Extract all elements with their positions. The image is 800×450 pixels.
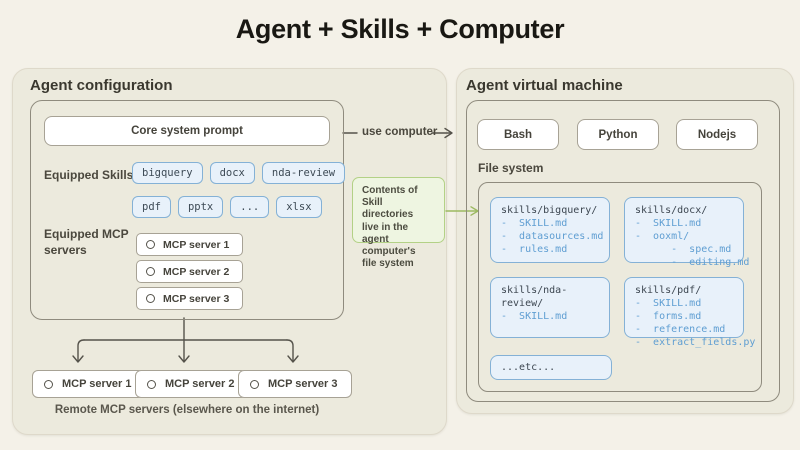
skill-chip: pptx <box>177 196 224 218</box>
fs-card-files: - SKILL.md - ooxml/ - spec.md - editing.… <box>635 218 750 268</box>
nodejs-box: Nodejs <box>676 119 758 150</box>
fs-card-title: skills/nda-review/ <box>501 285 568 309</box>
remote-mcp-label: MCP server 3 <box>268 378 338 390</box>
remote-mcp-server-3-box: MCP server 3 <box>238 370 352 398</box>
skills-row-2: pdf pptx ... xlsx <box>132 196 322 218</box>
skill-chip: ... <box>230 196 270 218</box>
remote-mcp-caption: Remote MCP servers (elsewhere on the int… <box>54 404 320 416</box>
server-circle-icon <box>146 294 155 303</box>
fs-card-etc: ...etc... <box>490 355 612 380</box>
server-circle-icon <box>146 267 155 276</box>
fs-card-title: skills/docx/ <box>635 205 708 216</box>
skill-chip: nda-review <box>261 162 346 184</box>
skill-chip: docx <box>209 162 255 184</box>
skill-chip: xlsx <box>276 196 322 218</box>
python-box: Python <box>577 119 659 150</box>
fs-card-docx: skills/docx/ - SKILL.md - ooxml/ - spec.… <box>624 197 749 268</box>
mcp-server-label: MCP server 1 <box>163 238 230 251</box>
fs-card-files: - SKILL.md - datasources.md - rules.md <box>501 218 604 255</box>
agent-config-frame <box>30 100 344 320</box>
mcp-server-2-box: MCP server 2 <box>136 260 243 283</box>
use-computer-label: use computer <box>362 126 438 138</box>
bash-box: Bash <box>477 119 559 150</box>
agent-vm-title: Agent virtual machine <box>466 77 623 94</box>
server-circle-icon <box>44 379 53 389</box>
server-circle-icon <box>147 379 156 389</box>
fs-card-nda-review: skills/nda-review/ - SKILL.md <box>490 277 610 338</box>
mcp-server-3-box: MCP server 3 <box>136 287 243 310</box>
mcp-server-label: MCP server 2 <box>163 265 230 278</box>
server-circle-icon <box>146 240 155 249</box>
fs-card-pdf: skills/pdf/ - SKILL.md - forms.md - refe… <box>624 277 755 348</box>
fs-card-files: - SKILL.md <box>501 311 568 322</box>
skill-chip: bigquery <box>132 162 203 184</box>
remote-mcp-server-1-box: MCP server 1 <box>32 370 144 398</box>
remote-mcp-label: MCP server 1 <box>62 378 132 390</box>
equipped-mcp-label: Equipped MCP servers <box>44 227 129 257</box>
server-circle-icon <box>250 379 259 389</box>
equipped-skills-label: Equipped Skills <box>44 168 134 182</box>
fs-card-files: - SKILL.md - forms.md - reference.md - e… <box>635 298 756 348</box>
skill-chip: pdf <box>132 196 171 218</box>
agent-vm-frame <box>466 100 780 402</box>
agent-config-title: Agent configuration <box>30 77 173 94</box>
fs-card-title: skills/pdf/ <box>635 285 702 296</box>
mcp-server-1-box: MCP server 1 <box>136 233 243 256</box>
mcp-server-label: MCP server 3 <box>163 292 230 305</box>
skill-contents-note: Contents of Skill directories live in th… <box>352 177 445 269</box>
skills-row-1: bigquery docx nda-review <box>132 162 346 184</box>
fs-card-bigquery: skills/bigquery/ - SKILL.md - datasource… <box>490 197 610 263</box>
fs-card-row-1: skills/bigquery/ - SKILL.md - datasource… <box>490 197 749 268</box>
remote-mcp-server-2-box: MCP server 2 <box>135 370 247 398</box>
core-system-prompt-box: Core system prompt <box>44 116 330 146</box>
file-system-label: File system <box>478 161 544 175</box>
page-title: Agent + Skills + Computer <box>235 14 565 44</box>
remote-mcp-label: MCP server 2 <box>165 378 235 390</box>
fs-card-row-2: skills/nda-review/ - SKILL.md skills/pdf… <box>490 277 755 348</box>
fs-card-title: skills/bigquery/ <box>501 205 598 216</box>
file-system-frame <box>478 182 762 392</box>
